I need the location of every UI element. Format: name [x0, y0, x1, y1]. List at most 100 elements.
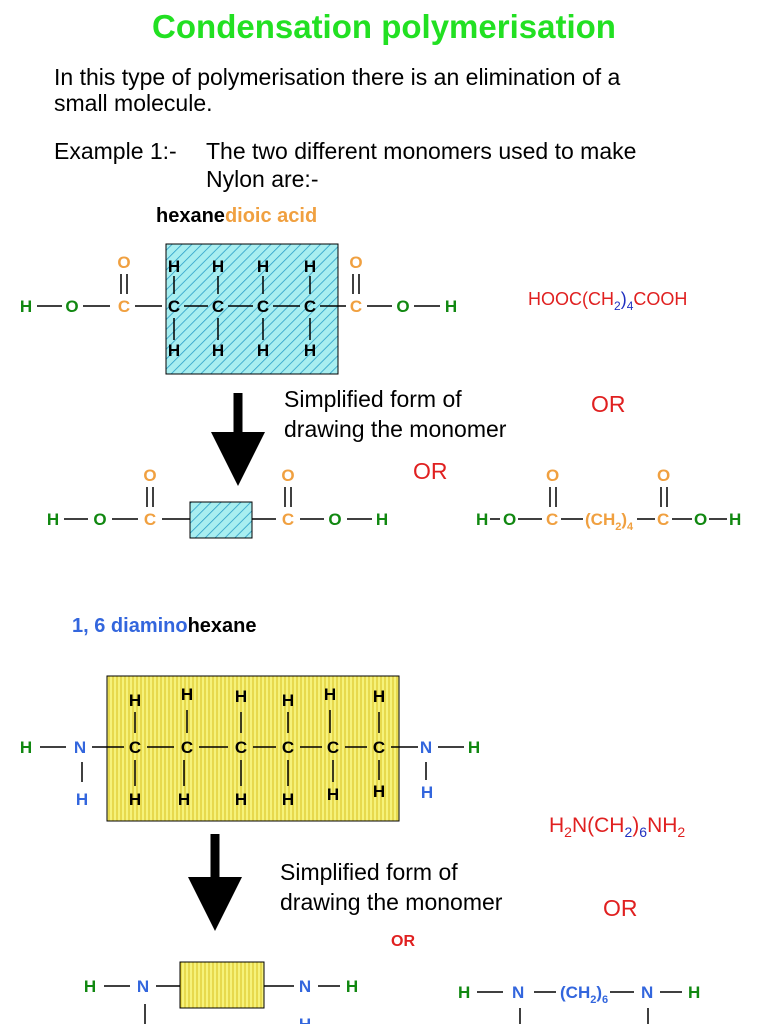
diamine-structure: H N H C C C C C C H H H H H H H H H H H …: [20, 685, 480, 809]
svg-text:O: O: [694, 510, 707, 529]
diamine-simplified-structure: H N N H H: [84, 977, 358, 1024]
or-label: OR: [413, 458, 448, 484]
svg-text:O: O: [328, 510, 341, 529]
example-text-line-2: Nylon are:-: [206, 166, 319, 192]
svg-text:H: H: [47, 510, 59, 529]
atom-h: H: [257, 257, 269, 276]
svg-text:(CH2)4: (CH2)4: [585, 510, 634, 533]
svg-text:H: H: [299, 1015, 311, 1024]
acid-simplified-structure: H O C O C O O H: [47, 466, 388, 529]
page-title: Condensation polymerisation: [152, 8, 616, 45]
acid-structure: H O C O C C C C H H H H H H H H C O: [20, 253, 457, 360]
svg-text:H: H: [235, 687, 247, 706]
diamine-short-structure: H N (CH2)6 N H: [458, 983, 700, 1024]
svg-text:H: H: [181, 685, 193, 704]
simplified-label-line-2: drawing the monomer: [280, 889, 503, 915]
svg-text:H: H: [346, 977, 358, 996]
svg-text:H: H: [468, 738, 480, 757]
atom-h: H: [212, 341, 224, 360]
svg-text:O: O: [503, 510, 516, 529]
atom-c: C: [350, 297, 362, 316]
atom-o: O: [396, 297, 409, 316]
diamine-name: 1, 6 diaminohexane: [72, 615, 257, 637]
simplified-label-line-1: Simplified form of: [284, 386, 462, 412]
acid-name: hexanedioic acid: [156, 205, 317, 227]
svg-text:H: H: [688, 983, 700, 1002]
svg-text:C: C: [546, 510, 558, 529]
svg-text:N: N: [420, 738, 432, 757]
atom-c: C: [212, 297, 224, 316]
svg-text:H: H: [76, 790, 88, 809]
atom-c: C: [168, 297, 180, 316]
svg-text:C: C: [282, 510, 294, 529]
intro-text-line-2: small molecule.: [54, 90, 213, 116]
svg-text:H: H: [324, 685, 336, 704]
svg-text:H: H: [129, 691, 141, 710]
svg-text:N: N: [137, 977, 149, 996]
svg-text:H: H: [235, 790, 247, 809]
svg-text:N: N: [74, 738, 86, 757]
simplified-label-line-1: Simplified form of: [280, 859, 458, 885]
svg-text:C: C: [144, 510, 156, 529]
atom-h: H: [445, 297, 457, 316]
svg-text:O: O: [93, 510, 106, 529]
diamine-formula: H2N(CH2)6NH2: [549, 814, 685, 840]
atom-o: O: [117, 253, 130, 272]
svg-text:H: H: [476, 510, 488, 529]
atom-c: C: [257, 297, 269, 316]
svg-text:C: C: [181, 738, 193, 757]
example-label: Example 1:-: [54, 138, 177, 164]
svg-text:H: H: [282, 691, 294, 710]
acid-name-part2: dioic acid: [225, 205, 317, 227]
svg-text:H: H: [373, 782, 385, 801]
svg-text:H: H: [20, 738, 32, 757]
svg-text:C: C: [235, 738, 247, 757]
svg-text:H: H: [84, 977, 96, 996]
acid-name-part1: hexane: [156, 205, 225, 227]
svg-text:(CH2)6: (CH2)6: [560, 983, 608, 1006]
svg-text:H: H: [129, 790, 141, 809]
atom-h: H: [168, 341, 180, 360]
simplified-label-line-2: drawing the monomer: [284, 416, 507, 442]
or-label: OR: [603, 895, 638, 921]
atom-o: O: [349, 253, 362, 272]
svg-text:H: H: [421, 783, 433, 802]
svg-text:H: H: [458, 983, 470, 1002]
svg-text:C: C: [373, 738, 385, 757]
svg-text:H: H: [373, 687, 385, 706]
atom-o: O: [65, 297, 78, 316]
atom-h: H: [212, 257, 224, 276]
acid-simplified-box: [189, 501, 253, 539]
svg-text:C: C: [282, 738, 294, 757]
atom-h: H: [304, 341, 316, 360]
svg-text:H: H: [282, 790, 294, 809]
svg-text:C: C: [657, 510, 669, 529]
atom-h: H: [257, 341, 269, 360]
svg-text:O: O: [546, 466, 559, 485]
svg-text:H: H: [178, 790, 190, 809]
svg-text:N: N: [641, 983, 653, 1002]
svg-text:H: H: [376, 510, 388, 529]
example-text-line-1: The two different monomers used to make: [206, 138, 637, 164]
svg-text:N: N: [299, 977, 311, 996]
acid-chain-box: [165, 243, 339, 375]
atom-h: H: [168, 257, 180, 276]
svg-text:H: H: [729, 510, 741, 529]
atom-h: H: [304, 257, 316, 276]
svg-text:N: N: [512, 983, 524, 1002]
intro-text-line-1: In this type of polymerisation there is …: [54, 64, 621, 90]
or-label: OR: [591, 391, 626, 417]
svg-text:C: C: [327, 738, 339, 757]
acid-short-structure: H O C O (CH2)4 C O O H: [476, 466, 741, 533]
diamine-simplified-box: [179, 961, 265, 1009]
or-label: OR: [391, 933, 415, 950]
svg-text:H: H: [327, 785, 339, 804]
atom-c: C: [118, 297, 130, 316]
atom-h: H: [20, 297, 32, 316]
svg-text:O: O: [657, 466, 670, 485]
svg-text:C: C: [129, 738, 141, 757]
atom-c: C: [304, 297, 316, 316]
acid-formula: HOOC(CH2)4COOH: [528, 289, 687, 313]
svg-text:O: O: [281, 466, 294, 485]
